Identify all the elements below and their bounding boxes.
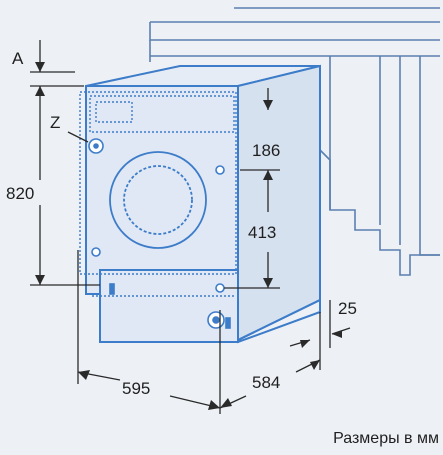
dim-label-186: 186: [252, 141, 281, 160]
front-panel-dotted: [79, 91, 237, 297]
dim-label-25: 25: [338, 299, 357, 318]
dim-label-820: 820: [6, 184, 35, 203]
machine-body: [85, 64, 321, 344]
dim-label-584: 584: [252, 373, 281, 392]
dim-label-413: 413: [248, 223, 277, 242]
arrowheads: [35, 62, 342, 410]
units-caption: Размеры в мм: [333, 430, 439, 447]
dim-label-595: 595: [122, 379, 151, 398]
door-porthole: [109, 151, 207, 249]
dim-label-z: Z: [50, 113, 61, 132]
dim-label-a: A: [12, 49, 24, 68]
